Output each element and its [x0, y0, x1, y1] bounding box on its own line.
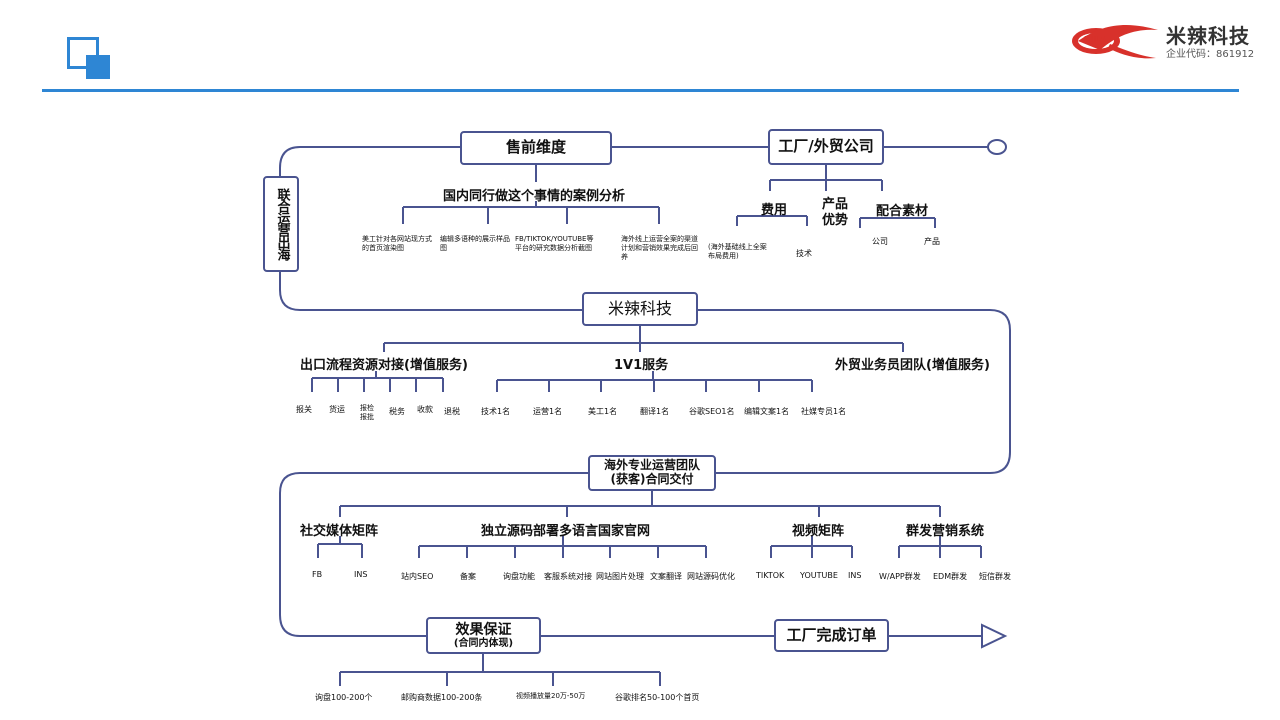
export-item: 税务: [389, 407, 405, 416]
case-item-4: 海外线上运营全案的渠道计划和营销效果完成后回养: [621, 235, 698, 261]
site-item: 站内SEO: [401, 572, 434, 581]
effect-item: 谷歌排名50-100个首页: [615, 693, 700, 702]
site-item: 备案: [460, 572, 476, 581]
company-label: 公司: [872, 237, 888, 246]
effect-guarantee-box: 效果保证 (合同内体现): [426, 617, 541, 654]
case-item-1: 美工针对各网站现方式的首页渲染图: [362, 235, 432, 252]
ops-team-title-1: 海外专业运营团队: [603, 458, 700, 473]
case-item-2: 编辑多语种的展示样品图: [440, 235, 510, 252]
export-item: 退税: [444, 407, 460, 416]
fee-sub-label: (海外基础线上全案布局费用): [708, 243, 767, 260]
one-v-one-label: 1V1服务: [614, 358, 669, 373]
video-item: TIKTOK: [756, 571, 785, 580]
video-item: YOUTUBE: [800, 571, 838, 580]
site-item: 网站图片处理: [596, 572, 644, 581]
header-divider: [42, 89, 1239, 92]
trade-team-label: 外贸业务员团队(增值服务): [835, 358, 990, 373]
tech-label: 技术: [796, 249, 812, 258]
effect-item: 邮购商数据100-200条: [401, 693, 483, 702]
effect-item: 视频播放量20万-50万: [516, 692, 586, 700]
video-matrix-label: 视频矩阵: [792, 524, 845, 539]
social-item: FB: [312, 570, 323, 579]
export-item: 报检报批: [360, 404, 374, 421]
site-item: 客服系统对接: [544, 572, 592, 581]
effect-subtitle: (合同内体现): [453, 637, 514, 649]
mass-item: EDM群发: [933, 572, 968, 581]
case-item-3: FB/TIKTOK/YOUTUBE等平台的研究数据分析截图: [515, 235, 594, 252]
mass-item: W/APP群发: [879, 572, 921, 581]
export-service-label: 出口流程资源对接(增值服务): [300, 358, 468, 373]
case-analysis-title: 国内同行做这个事情的案例分析: [443, 189, 626, 204]
effect-title: 效果保证: [455, 621, 512, 638]
social-item: INS: [354, 570, 368, 579]
site-item: 文案翻译: [650, 572, 682, 581]
service-item: 美工1名: [588, 407, 618, 416]
product-advantage-label: 产品优势: [822, 197, 849, 228]
presale-box: 售前维度: [460, 131, 612, 165]
site-item: 询盘功能: [503, 572, 535, 581]
logo: MILA 米辣科技 企业代码：861912: [1070, 20, 1265, 62]
logo-mark-text: MILA: [1084, 35, 1107, 44]
export-item: 收款: [417, 405, 433, 414]
service-item: 运营1名: [533, 407, 563, 416]
ops-team-title-2: (获客)合同交付: [610, 472, 694, 486]
logo-code: 企业代码：861912: [1166, 49, 1255, 60]
video-item: INS: [848, 571, 862, 580]
service-item: 谷歌SEO1名: [689, 407, 735, 416]
fee-label: 费用: [761, 203, 788, 218]
logo-mark-icon: [1072, 24, 1158, 59]
social-matrix-label: 社交媒体矩阵: [300, 524, 379, 539]
export-item: 货运: [329, 405, 345, 414]
factory-box: 工厂/外贸公司: [768, 129, 884, 165]
ops-team-box: 海外专业运营团队 (获客)合同交付: [588, 455, 716, 491]
material-label: 配合素材: [876, 204, 929, 219]
service-item: 翻译1名: [640, 407, 670, 416]
mass-item: 短信群发: [979, 572, 1011, 581]
side-box-joint-operation: 联合运营出海: [263, 176, 299, 272]
effect-item: 询盘100-200个: [315, 693, 373, 702]
site-item: 网站源码优化: [687, 572, 735, 581]
corner-square-filled: [86, 55, 110, 79]
service-item: 技术1名: [481, 407, 511, 416]
product-label: 产品: [924, 237, 940, 246]
service-item: 社媒专员1名: [801, 407, 847, 416]
logo-brand: 米辣科技: [1166, 24, 1250, 48]
factory-order-box: 工厂完成订单: [774, 619, 889, 652]
service-item: 编辑文案1名: [744, 407, 790, 416]
corner-square-outline: [67, 37, 99, 69]
export-item: 报关: [296, 405, 312, 414]
mila-box: 米辣科技: [582, 292, 698, 326]
site-label: 独立源码部署多语言国家官网: [481, 524, 651, 539]
mass-marketing-label: 群发营销系统: [906, 524, 985, 539]
